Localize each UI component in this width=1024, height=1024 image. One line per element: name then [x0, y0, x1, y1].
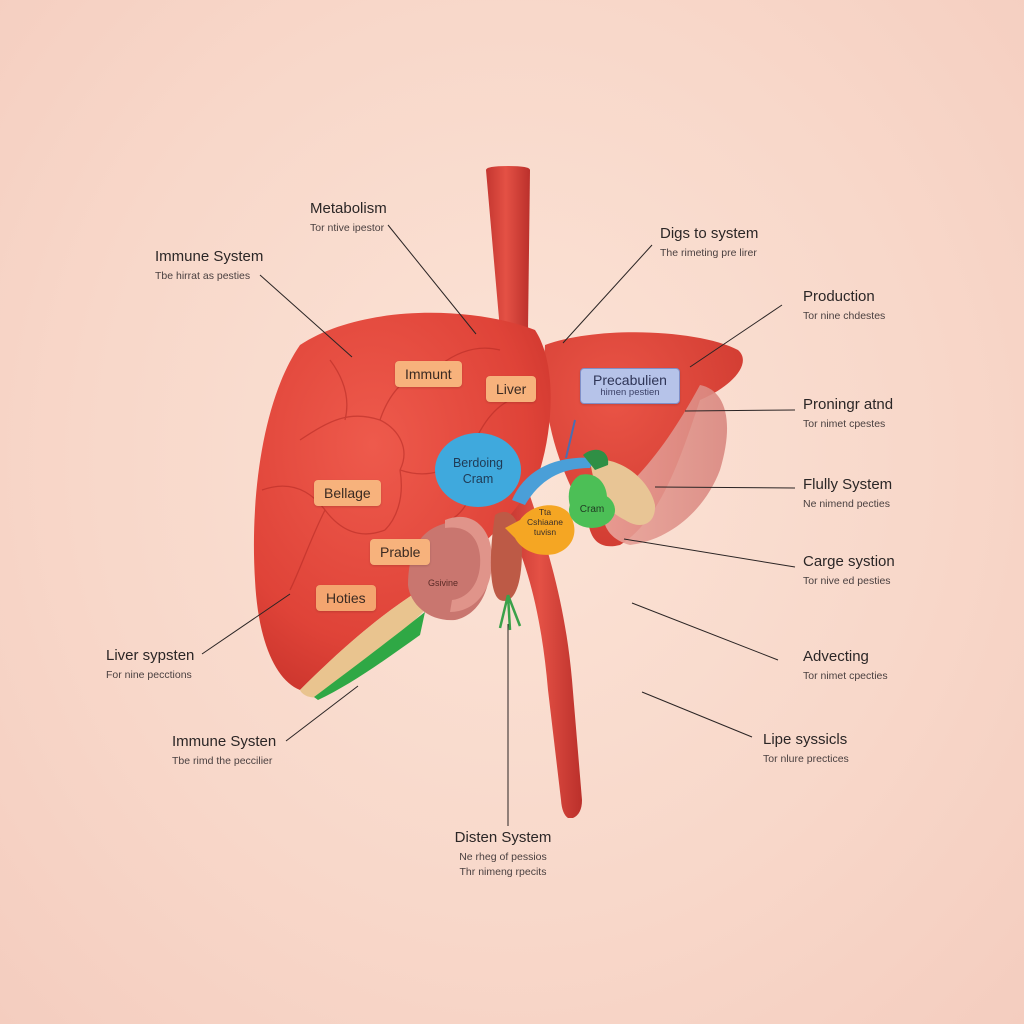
callout-title: Immune Systen	[172, 733, 277, 750]
callout-immune-system-bottom: Immune Systen Tbe rimd the peccilier	[172, 733, 276, 768]
bubble-line: tuvisn	[533, 526, 557, 537]
callout-carge-systion: Carge systion Tor nive ed pesties	[803, 553, 895, 588]
callout-subtitle: Ne nimend pecties	[803, 497, 890, 510]
callout-title: Digs to system	[660, 225, 759, 242]
gsivine-text: Gsivine	[427, 578, 458, 588]
aorta-vessel	[486, 166, 582, 818]
callout-proning: Proningr atnd Tor nimet cpestes	[803, 396, 893, 431]
callout-disten-system: Disten System Ne rheg of pessios Thr nim…	[455, 829, 552, 879]
callout-title: Immune System	[155, 248, 264, 265]
callout-subtitle: Ne rheg of pessios	[459, 850, 547, 863]
callout-subtitle: Tor nimet cpecties	[803, 669, 888, 682]
leader-lines	[201, 224, 796, 826]
callout-subtitle: For nine pecctions	[106, 668, 192, 681]
callout-title: Disten System	[454, 829, 552, 846]
berdoing-cram-text: Berdoing Cram	[438, 455, 518, 488]
callout-title: Metabolism	[310, 200, 387, 217]
callout-subtitle: Tor ntive ipestor	[310, 221, 385, 234]
bubble-line: Tta	[538, 507, 552, 517]
callout-title: Proningr atnd	[803, 396, 894, 413]
cshiaane-text: Tta Cshiaane tuvisn	[520, 507, 570, 537]
bubble-line: Cram	[462, 472, 494, 487]
callout-digestive-system: Digs to system The rimeting pre lirer	[660, 225, 758, 260]
bubble-line: Berdoing	[452, 456, 504, 470]
tag-precabulien: Precabulien himen pestien	[580, 368, 680, 404]
callout-subtitle: Tor nive ed pesties	[803, 574, 891, 587]
tag-liver: Liver	[486, 376, 537, 402]
callout-subtitle-2: Thr nimeng rpecits	[459, 865, 547, 878]
callout-subtitle: Tor nimet cpestes	[803, 417, 886, 430]
callout-immune-system-top: Immune System Tbe hirrat as pesties	[155, 248, 263, 283]
callout-title: Advecting	[803, 648, 869, 665]
callout-advecting: Advecting Tor nimet cpecties	[803, 648, 888, 683]
callout-subtitle: The rimeting pre lirer	[660, 246, 757, 259]
callout-title: Liver sypsten	[106, 647, 195, 664]
callout-liver-sypsten: Liver sypsten For nine pecctions	[106, 647, 194, 682]
callout-subtitle: Tbe rimd the peccilier	[172, 754, 273, 767]
cshiaane-bubble	[505, 505, 575, 555]
cram-text: Cram	[579, 504, 605, 515]
callout-title: Carge systion	[803, 553, 895, 570]
callout-subtitle: Tbe hirrat as pesties	[155, 269, 251, 282]
callout-metabolism: Metabolism Tor ntive ipestor	[310, 200, 387, 235]
callout-production: Production Tor nine chdestes	[803, 288, 885, 323]
callout-title: Production	[803, 288, 875, 305]
callout-title: Flully System	[803, 476, 893, 493]
callout-lipe-syssicls: Lipe syssicls Tor nlure prectices	[763, 731, 849, 766]
tag-prable: Prable	[370, 539, 431, 565]
tag-precabulien-label: Precabulien	[593, 372, 667, 388]
tag-hoties: Hoties	[316, 585, 376, 611]
cram-bubble	[569, 492, 615, 528]
callout-subtitle: Tor nine chdestes	[803, 309, 886, 322]
bubble-line: Cshiaane	[527, 516, 563, 527]
berdoing-cram-bubble	[435, 433, 521, 507]
callout-flully-system: Flully System Ne nimend pecties	[803, 476, 892, 511]
tag-immunt: Immunt	[395, 361, 462, 387]
callout-title: Lipe syssicls	[763, 731, 848, 748]
tag-bellage: Bellage	[314, 480, 381, 506]
tag-precabulien-sub: himen pestien	[600, 387, 660, 399]
callout-subtitle: Tor nlure prectices	[763, 752, 849, 765]
